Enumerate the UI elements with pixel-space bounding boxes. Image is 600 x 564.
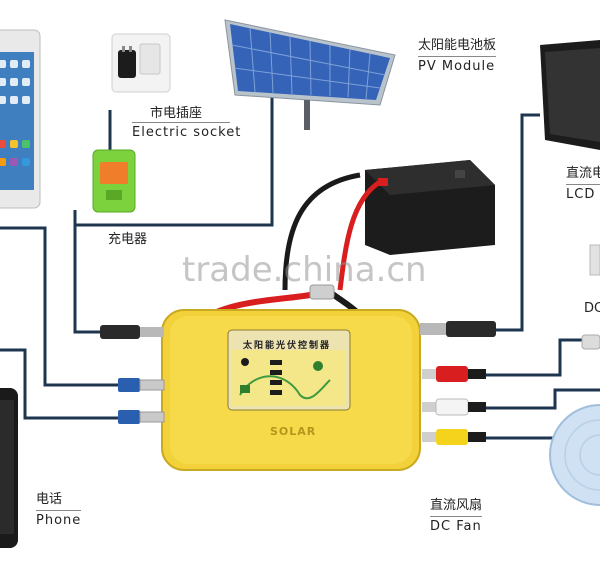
lcd-label: 直流电 LCD T (566, 166, 600, 203)
usb-plug-upper (118, 378, 165, 392)
pv-module-underline (418, 56, 497, 57)
solar-panel (224, 19, 396, 130)
battery-black-wire (282, 172, 361, 291)
right-device-partial (589, 244, 600, 276)
dc-fan-label: 直流风扇 DC Fan (430, 498, 483, 535)
solar-controller (161, 309, 421, 471)
lcd-tv-device (540, 40, 600, 150)
dc-fan-device (549, 404, 600, 506)
phone-label-en: Phone (36, 513, 82, 528)
dc-partial-label: DC (584, 301, 600, 316)
watermark: trade.china.cn (182, 250, 427, 290)
rca-plug-yellow (422, 429, 486, 445)
dc-fan-label-cn: 直流风扇 (430, 498, 483, 513)
tablet-device (0, 29, 41, 209)
phone-label-cn: 电话 (36, 492, 63, 507)
electric-socket-underline (132, 122, 230, 123)
controller-panel-title: 太阳能光伏控制器 (243, 341, 332, 351)
rca-plug-red (422, 366, 486, 382)
charger-label: 充电器 (108, 232, 148, 247)
cable-right-upper (485, 338, 590, 377)
cable-right-middle (485, 388, 600, 410)
phone-underline (36, 510, 82, 511)
electric-socket-label-block: Electric socket (132, 120, 241, 141)
phone-device (0, 388, 18, 548)
lcd-label-en: LCD T (566, 187, 600, 202)
electric-socket-label-cn: 市电插座 (150, 106, 203, 121)
dc-fan-label-en: DC Fan (430, 519, 482, 534)
pv-module-label: 太阳能电池板 PV Module (418, 38, 497, 75)
dc-jack-right (420, 321, 496, 337)
right-connector-partial (581, 334, 600, 350)
pv-module-label-cn: 太阳能电池板 (418, 38, 497, 53)
cable-tablet-usb (0, 226, 120, 387)
charger-device (92, 149, 136, 213)
phone-label: 电话 Phone (36, 492, 82, 529)
mc4-connector (309, 284, 335, 300)
controller-brand: SOLAR (270, 425, 317, 438)
electric-socket (111, 33, 171, 93)
cable-charger-dc (73, 210, 100, 334)
lcd-underline (566, 184, 600, 185)
electric-socket-label-en: Electric socket (132, 125, 242, 140)
cable-phone-usb (0, 348, 120, 420)
rca-plug-white (422, 398, 486, 416)
cable-lcd (495, 113, 540, 332)
battery-red-wire (337, 179, 382, 291)
dc-jack-left (100, 325, 164, 339)
battery-device (365, 160, 495, 255)
cable-panel-link (75, 95, 274, 227)
usb-plug-lower (118, 410, 165, 424)
lcd-label-cn: 直流电 (566, 166, 600, 181)
pv-module-label-en: PV Module (418, 59, 496, 74)
dc-fan-underline (430, 516, 483, 517)
